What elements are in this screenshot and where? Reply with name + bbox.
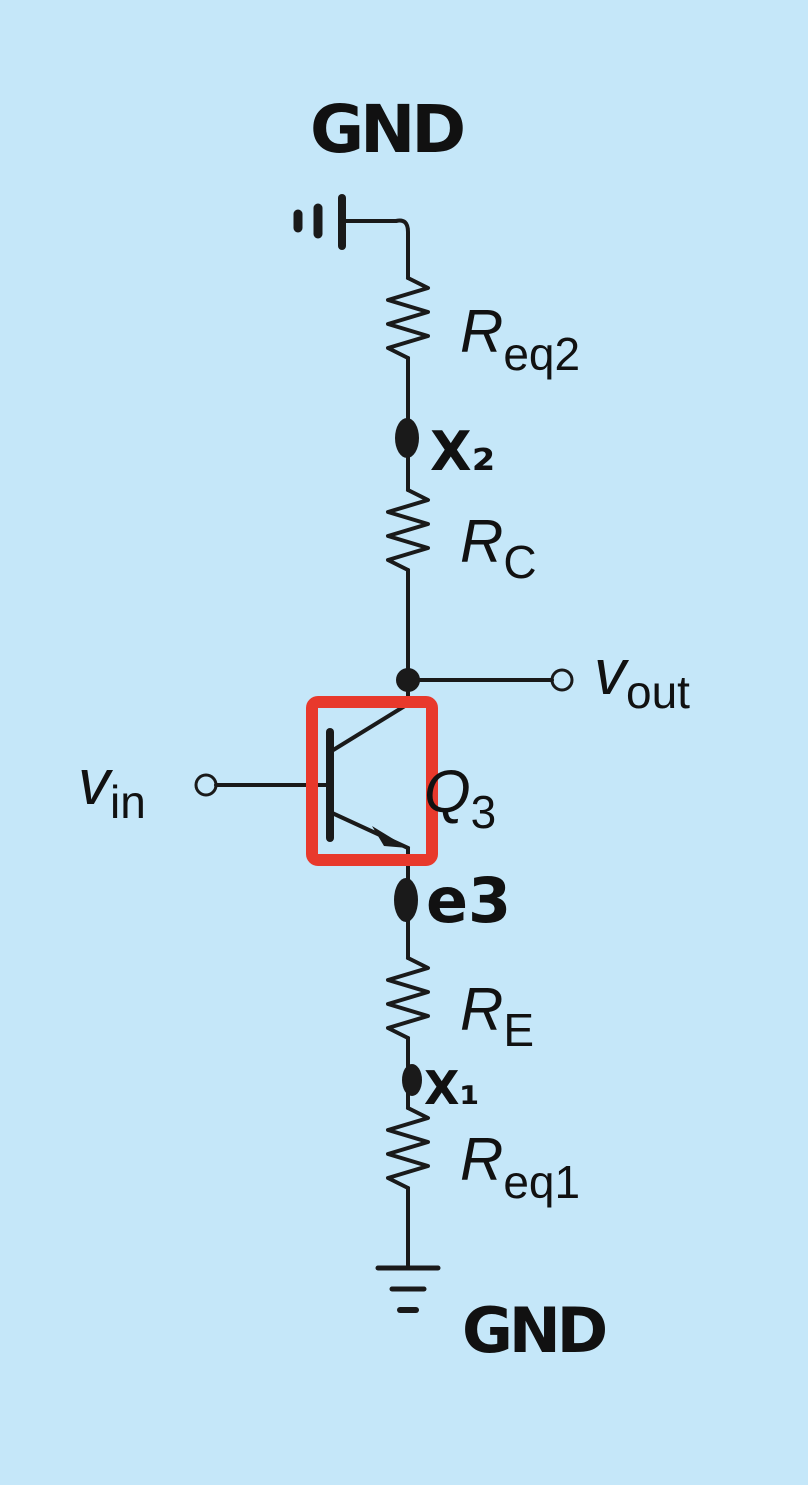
vin-terminal	[194, 773, 218, 797]
resistor-req2	[386, 276, 430, 360]
gnd-bottom-label: GND	[462, 1294, 606, 1367]
re-label: RE	[460, 976, 534, 1056]
wire-top-corner	[394, 218, 410, 280]
req1-label: Req1	[460, 1126, 580, 1208]
rc-label: RC	[460, 508, 537, 588]
node-e3-label: e3	[426, 864, 511, 937]
vout-label: vout	[594, 636, 690, 718]
node-x1-dot	[402, 1064, 422, 1096]
resistor-re	[386, 956, 430, 1040]
resistor-rc	[386, 488, 430, 572]
node-x1-label: X₁	[424, 1061, 480, 1115]
vin-label: vin	[78, 746, 146, 828]
node-x2-dot	[395, 418, 419, 458]
q3-highlight-box	[306, 696, 438, 866]
emitter-arrow	[372, 826, 408, 848]
vout-terminal	[550, 668, 574, 692]
transistor-collector-lead	[328, 702, 410, 754]
node-e3-dot	[394, 878, 418, 922]
req2-label: Req2	[460, 298, 580, 380]
resistor-req1	[386, 1106, 430, 1190]
node-x2-label: X₂	[430, 420, 495, 483]
q3-label: Q3	[424, 758, 496, 838]
gnd-top-label: GND	[310, 91, 463, 168]
junction-collector	[396, 668, 420, 692]
